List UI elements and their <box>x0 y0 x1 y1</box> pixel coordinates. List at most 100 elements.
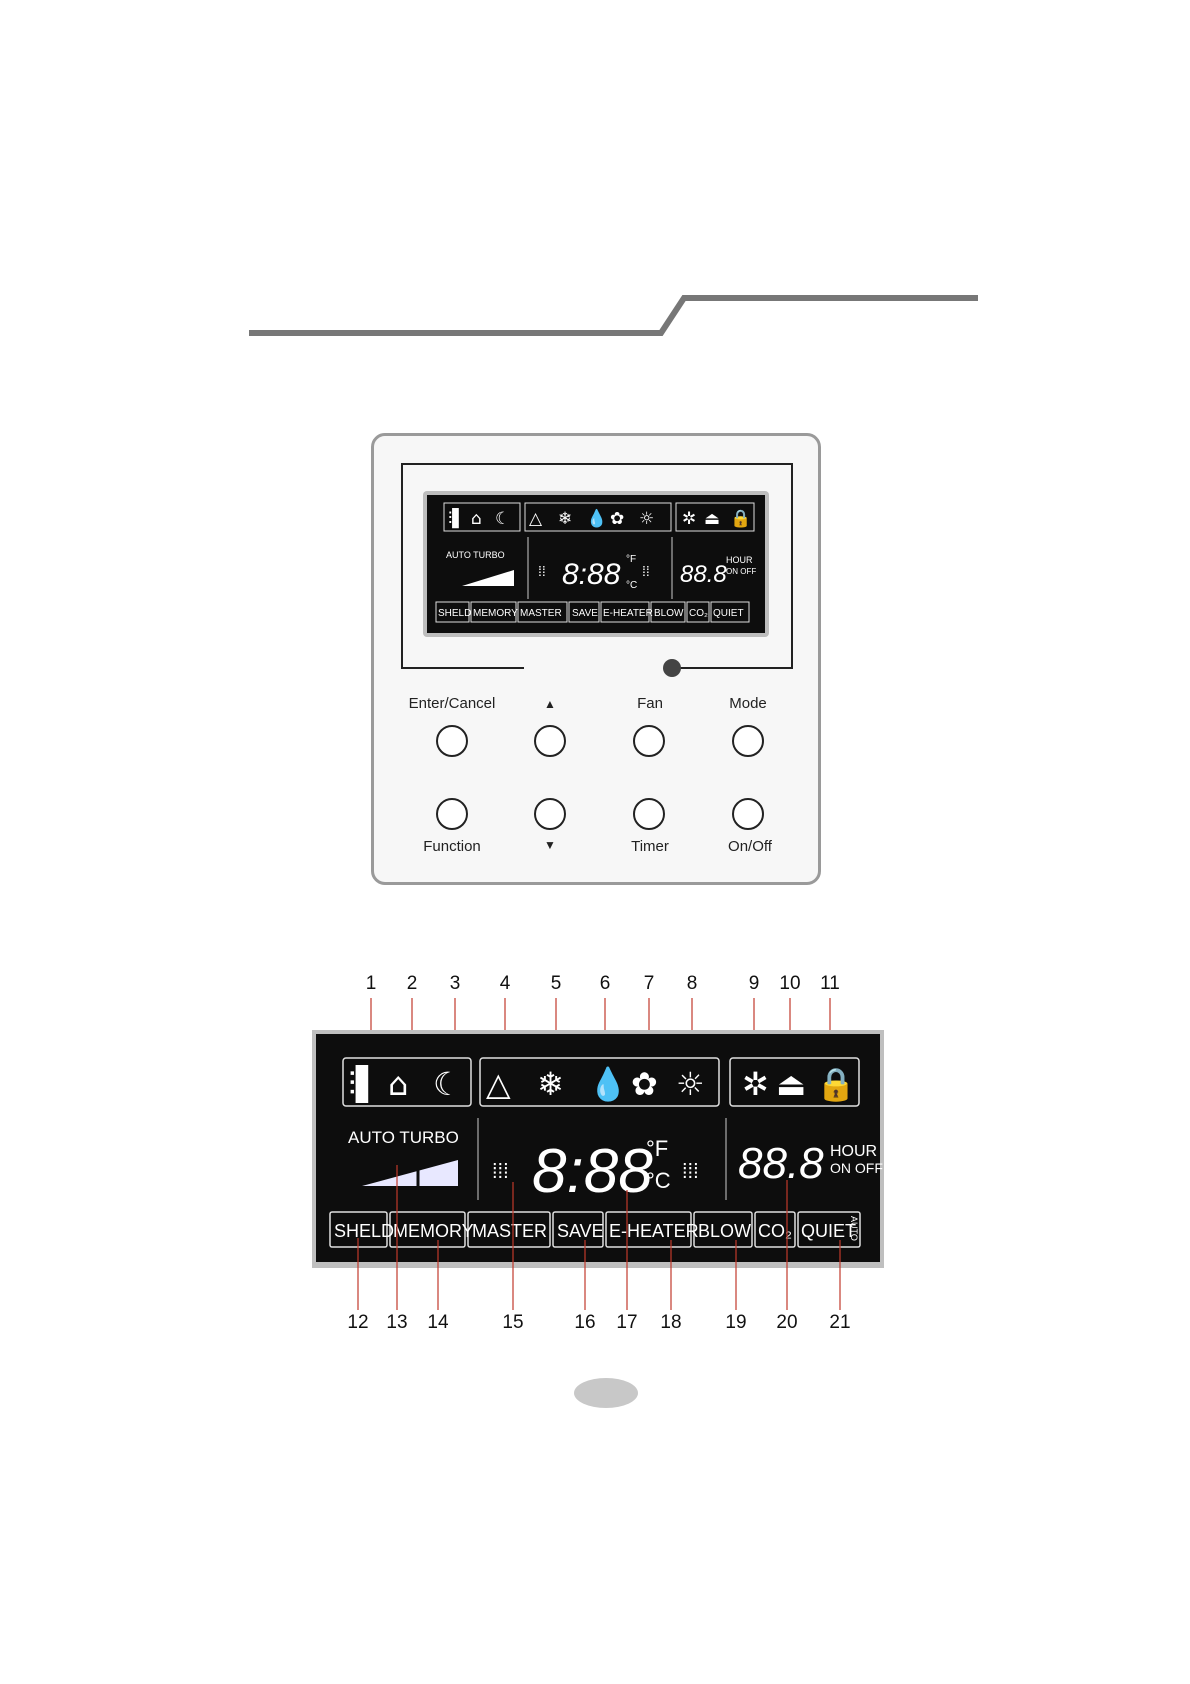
svg-text:ON OFF: ON OFF <box>726 567 756 576</box>
enter-cancel-label: Enter/Cancel <box>408 695 496 712</box>
lock-out-icon: ⏏ <box>776 1065 806 1103</box>
callout-19: 19 <box>725 1312 747 1333</box>
fan-button[interactable] <box>633 725 665 757</box>
large-lcd <box>316 1034 880 1262</box>
callout-21: 21 <box>829 1312 851 1333</box>
callout-11: 11 <box>820 973 840 994</box>
down-button[interactable] <box>534 798 566 830</box>
svg-text:CO₂: CO₂ <box>689 608 708 619</box>
svg-text:⁞⁞: ⁞⁞ <box>538 563 546 579</box>
lock-icon: 🔒 <box>816 1065 856 1103</box>
cool-icon: ❄ <box>537 1065 564 1103</box>
hour-label: HOUR <box>830 1143 877 1160</box>
callout-10: 10 <box>779 973 801 994</box>
large-lcd-diagram: ⫶▌ ⌂ ☾ △ ❄ 💧 ✿ ☼ ✲ ⏏ 🔒 AUTO TURBO ⁞⁞⁞ 8:… <box>312 998 884 1310</box>
callout-2: 2 <box>406 973 418 994</box>
defrost-icon: ✲ <box>742 1065 769 1103</box>
left-dots: ⁞⁞⁞ <box>492 1161 509 1183</box>
dry-icon: 💧 <box>588 1065 628 1103</box>
svg-text:SHELD: SHELD <box>438 608 471 619</box>
mode-label: Mode <box>729 695 767 712</box>
on-off-button[interactable] <box>732 798 764 830</box>
unit-c: °C <box>646 1168 671 1193</box>
function-label: Function <box>423 838 481 855</box>
svg-text:88.8: 88.8 <box>680 561 727 588</box>
svg-text:°C: °C <box>626 580 637 591</box>
svg-text:SAVE: SAVE <box>572 608 598 619</box>
svg-text:✲: ✲ <box>682 509 696 529</box>
fn-blow: BLOW <box>698 1221 751 1241</box>
fn-quiet: QUIET <box>801 1221 856 1241</box>
unit-f: °F <box>646 1136 668 1161</box>
callout-12: 12 <box>347 1312 369 1333</box>
fn-master: MASTER <box>472 1221 547 1241</box>
callout-9: 9 <box>748 973 760 994</box>
heat-icon: ☼ <box>676 1065 705 1103</box>
function-button[interactable] <box>436 798 468 830</box>
wired-controller: ⫶▌ ⌂ ☾ △ ❄ 💧 ✿ ☼ ✲ ⏏ 🔒 AUTO TURBO 8:88 °… <box>371 433 821 885</box>
svg-text:△: △ <box>529 509 543 529</box>
svg-text:🔒: 🔒 <box>730 509 751 529</box>
svg-text:☼: ☼ <box>639 509 654 529</box>
svg-text:✿: ✿ <box>610 509 624 529</box>
home-icon: ⌂ <box>388 1065 408 1103</box>
fn-auto: AUTO <box>849 1216 859 1241</box>
display-frame: ⫶▌ ⌂ ☾ △ ❄ 💧 ✿ ☼ ✲ ⏏ 🔒 AUTO TURBO 8:88 °… <box>401 463 793 677</box>
callout-18: 18 <box>660 1312 682 1333</box>
svg-text:MASTER: MASTER <box>520 608 562 619</box>
fn-e-heater: E-HEATER <box>609 1221 699 1241</box>
up-label: ▲ <box>544 697 556 711</box>
sleep-icon: ☾ <box>433 1065 462 1103</box>
callout-3: 3 <box>449 973 461 994</box>
callout-13: 13 <box>386 1312 408 1333</box>
svg-text:QUIET: QUIET <box>713 608 744 619</box>
on-off-label: ON OFF <box>830 1160 883 1176</box>
callout-8: 8 <box>686 973 698 994</box>
timer-digits: 88.8 <box>738 1139 824 1188</box>
svg-text:⫶▌: ⫶▌ <box>448 508 465 529</box>
swing-icon: ⫶▌ <box>348 1064 381 1103</box>
auto-turbo-label: AUTO TURBO <box>348 1128 459 1147</box>
right-dots: ⁞⁞⁞ <box>682 1161 699 1183</box>
callout-5: 5 <box>550 973 562 994</box>
callout-4: 4 <box>499 973 511 994</box>
svg-text:❄: ❄ <box>558 509 572 529</box>
fn-memory: MEMORY <box>393 1221 474 1241</box>
callout-7: 7 <box>643 973 655 994</box>
enter-cancel-button[interactable] <box>436 725 468 757</box>
fn-co2: CO₂ <box>758 1221 792 1241</box>
svg-text:HOUR: HOUR <box>726 555 753 565</box>
svg-text:💧: 💧 <box>586 508 607 529</box>
up-button[interactable] <box>534 725 566 757</box>
svg-text:MEMORY: MEMORY <box>473 608 518 619</box>
callout-1: 1 <box>365 973 377 994</box>
callout-17: 17 <box>616 1312 638 1333</box>
timer-button[interactable] <box>633 798 665 830</box>
fan-icon: ✿ <box>631 1065 658 1103</box>
indicator-led <box>663 659 681 677</box>
fn-save: SAVE <box>557 1221 604 1241</box>
callout-20: 20 <box>776 1312 798 1333</box>
header-rule <box>249 295 978 336</box>
svg-text:⁞⁞: ⁞⁞ <box>642 563 650 579</box>
callout-15: 15 <box>502 1312 524 1333</box>
svg-text:⏏: ⏏ <box>704 509 720 529</box>
svg-text:☾: ☾ <box>495 509 510 529</box>
mode-button[interactable] <box>732 725 764 757</box>
timer-label: Timer <box>631 838 669 855</box>
svg-text:°F: °F <box>626 554 636 565</box>
temp-digits: 8:88 <box>532 1137 653 1206</box>
svg-text:E-HEATER: E-HEATER <box>603 608 653 619</box>
fn-sheld: SHELD <box>334 1221 394 1241</box>
page-number-badge <box>574 1378 638 1408</box>
sm-temp-digits: 8:88 <box>562 558 621 591</box>
fan-label: Fan <box>637 695 663 712</box>
down-label: ▼ <box>544 838 556 852</box>
callout-6: 6 <box>599 973 611 994</box>
svg-text:BLOW: BLOW <box>654 608 684 619</box>
callout-16: 16 <box>574 1312 596 1333</box>
auto-mode-icon: △ <box>486 1065 511 1103</box>
callout-14: 14 <box>427 1312 449 1333</box>
on-off-label: On/Off <box>728 838 772 855</box>
sm-auto-turbo: AUTO TURBO <box>446 550 505 560</box>
